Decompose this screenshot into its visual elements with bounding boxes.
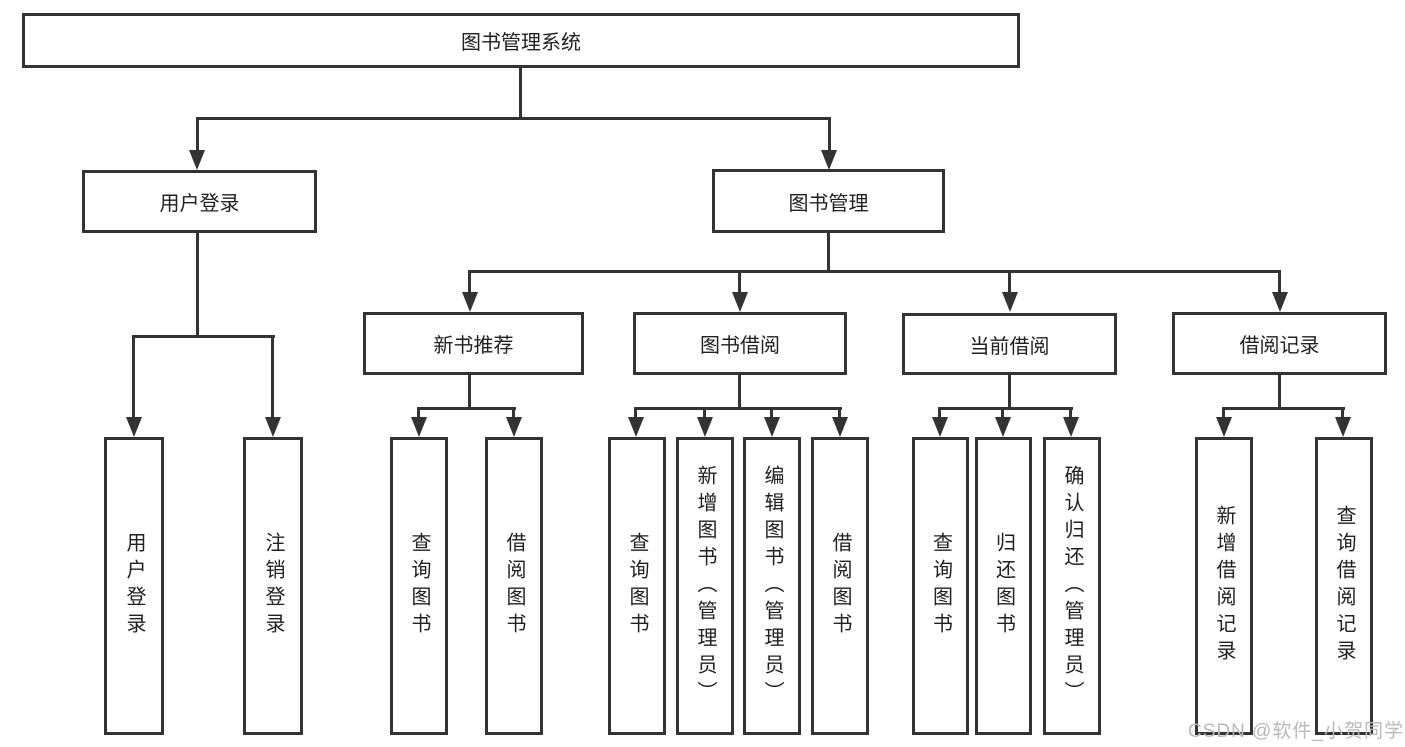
leaf-label: 新增图书（管理员） — [694, 464, 716, 708]
connector-line — [1008, 373, 1011, 407]
leaf-label: 用户登录 — [123, 532, 145, 640]
leaf-query-books-current: 查询图书 — [912, 437, 969, 735]
node-label: 当前借阅 — [969, 335, 1050, 358]
leaf-label: 借阅图书 — [829, 532, 851, 640]
leaf-query-borrow-record: 查询借阅记录 — [1315, 437, 1373, 735]
connector-line — [196, 117, 199, 152]
connector-line — [469, 270, 1281, 273]
connector-line — [271, 335, 274, 419]
arrow-down-icon — [1272, 292, 1288, 312]
leaf-label: 查询图书 — [929, 532, 952, 640]
node-system-root: 图书管理系统 — [22, 13, 1020, 68]
leaf-edit-book-admin: 编辑图书（管理员） — [743, 437, 801, 735]
node-label: 图书管理 — [788, 192, 869, 215]
arrow-down-icon — [1063, 417, 1079, 437]
leaf-label: 编辑图书（管理员） — [761, 464, 783, 708]
connector-line — [196, 117, 831, 120]
leaf-user-login: 用户登录 — [104, 437, 164, 735]
arrow-down-icon — [462, 292, 478, 312]
leaf-label: 借阅图书 — [503, 532, 525, 640]
connector-line — [634, 407, 637, 419]
connector-line — [1278, 270, 1281, 294]
leaf-return-book: 归还图书 — [975, 437, 1032, 735]
connector-line — [828, 117, 831, 152]
leaf-add-book-admin: 新增图书（管理员） — [676, 437, 734, 735]
node-label: 图书借阅 — [700, 335, 780, 357]
connector-line — [635, 407, 842, 410]
arrow-down-icon — [126, 417, 142, 437]
arrow-down-icon — [821, 150, 837, 170]
leaf-add-borrow-record: 新增借阅记录 — [1195, 437, 1253, 735]
leaf-label: 查询图书 — [408, 532, 430, 640]
node-current-borrow: 当前借阅 — [902, 313, 1117, 375]
connector-line — [827, 231, 830, 270]
arrow-down-icon — [628, 417, 644, 437]
arrow-down-icon — [932, 417, 948, 437]
node-label: 新书推荐 — [433, 335, 514, 357]
leaf-confirm-return-admin: 确认归还（管理员） — [1043, 437, 1101, 735]
node-label: 图书管理系统 — [461, 32, 581, 54]
node-user-login: 用户登录 — [82, 170, 317, 233]
connector-line — [133, 335, 275, 338]
node-label: 用户登录 — [159, 193, 240, 215]
connector-line — [417, 407, 420, 419]
connector-line — [938, 407, 941, 419]
connector-line — [770, 407, 773, 419]
connector-line — [838, 407, 841, 419]
connector-line — [468, 270, 471, 294]
connector-line — [939, 407, 1073, 410]
leaf-borrow-books: 借阅图书 — [811, 437, 869, 735]
node-borrow-records: 借阅记录 — [1172, 312, 1387, 375]
leaf-label: 确认归还（管理员） — [1061, 464, 1083, 708]
leaf-label: 注销登录 — [262, 532, 284, 640]
leaf-logout: 注销登录 — [243, 437, 303, 735]
leaf-query-books-recommend: 查询图书 — [390, 437, 448, 735]
connector-line — [1222, 407, 1225, 419]
arrow-down-icon — [995, 417, 1011, 437]
connector-line — [418, 407, 516, 410]
connector-line — [1069, 407, 1072, 419]
connector-line — [738, 270, 741, 294]
leaf-label: 查询借阅记录 — [1333, 505, 1355, 667]
connector-line — [1008, 270, 1011, 294]
arrow-down-icon — [697, 417, 713, 437]
connector-line — [703, 407, 706, 419]
arrow-down-icon — [1216, 417, 1232, 437]
arrow-down-icon — [411, 417, 427, 437]
arrow-down-icon — [732, 292, 748, 312]
connector-line — [738, 373, 741, 407]
node-book-borrow: 图书借阅 — [633, 312, 847, 375]
leaf-borrow-books-recommend: 借阅图书 — [485, 437, 543, 735]
node-new-book-recommend: 新书推荐 — [363, 312, 584, 375]
connector-line — [196, 231, 199, 335]
connector-line — [468, 373, 471, 407]
arrow-down-icon — [832, 417, 848, 437]
connector-line — [519, 66, 522, 117]
arrow-down-icon — [1335, 417, 1351, 437]
leaf-label: 归还图书 — [992, 532, 1015, 640]
connector-line — [1001, 407, 1004, 419]
leaf-label: 查询图书 — [626, 532, 648, 640]
leaf-query-books-borrow: 查询图书 — [608, 437, 666, 735]
arrow-down-icon — [189, 150, 205, 170]
leaf-label: 新增借阅记录 — [1213, 505, 1235, 667]
arrow-down-icon — [764, 417, 780, 437]
node-book-management: 图书管理 — [712, 169, 945, 233]
node-label: 借阅记录 — [1239, 335, 1320, 357]
connector-line — [1278, 373, 1281, 407]
watermark-csdn: CSDN @软件_小贺同学 — [1188, 721, 1404, 742]
connector-line — [512, 407, 515, 419]
connector-line — [1223, 407, 1345, 410]
arrow-down-icon — [506, 417, 522, 437]
arrow-down-icon — [265, 417, 281, 437]
connector-line — [132, 335, 135, 419]
connector-line — [1341, 407, 1344, 419]
arrow-down-icon — [1002, 292, 1018, 312]
